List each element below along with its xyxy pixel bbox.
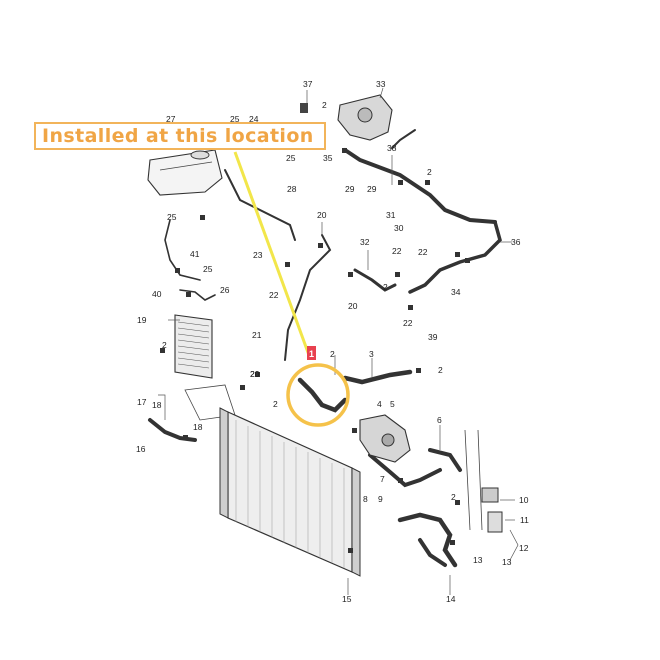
label-21: 21: [252, 330, 262, 340]
label-34: 34: [451, 287, 461, 297]
label-5: 5: [390, 399, 395, 409]
label-28: 28: [287, 184, 297, 194]
part-1-marker: 1: [309, 349, 314, 359]
label-2: 2: [427, 167, 432, 177]
label-16: 16: [136, 444, 146, 454]
label-29: 29: [345, 184, 355, 194]
label-37: 37: [303, 79, 313, 89]
label-31: 31: [386, 210, 396, 220]
label-32: 32: [360, 237, 370, 247]
label-22: 22: [269, 290, 279, 300]
label-2: 2: [162, 340, 167, 350]
label-29: 29: [367, 184, 377, 194]
part-labels: 37 33 27 25 24 2 25 35 28 29 38 29 2 25 …: [136, 79, 529, 604]
label-18: 18: [152, 400, 162, 410]
label-2: 2: [330, 349, 335, 359]
label-40: 40: [152, 289, 162, 299]
label-3: 3: [369, 349, 374, 359]
label-12: 12: [519, 543, 529, 553]
label-17: 17: [137, 397, 147, 407]
label-2: 2: [273, 399, 278, 409]
label-22: 22: [418, 247, 428, 257]
label-41: 41: [190, 249, 200, 259]
label-11: 11: [520, 515, 529, 525]
label-19: 19: [137, 315, 147, 325]
label-6: 6: [437, 415, 442, 425]
label-23: 23: [253, 250, 263, 260]
label-38: 38: [387, 143, 397, 153]
installed-location-callout: Installed at this location: [34, 122, 326, 150]
coolant-pump: [359, 414, 411, 463]
label-39: 39: [428, 332, 438, 342]
label-4: 4: [377, 399, 382, 409]
thermostat-housing: [300, 94, 393, 141]
label-18: 18: [193, 422, 203, 432]
label-25: 25: [286, 153, 296, 163]
label-27: 27: [166, 114, 176, 124]
label-15: 15: [342, 594, 352, 604]
label-20: 20: [348, 301, 358, 311]
radiator: [219, 407, 361, 577]
label-25: 25: [167, 212, 177, 222]
coolant-valve: [481, 487, 503, 533]
label-22: 22: [392, 246, 402, 256]
label-25: 25: [203, 264, 213, 274]
label-13: 13: [473, 555, 483, 565]
label-26: 26: [220, 285, 230, 295]
label-35: 35: [323, 153, 333, 163]
location-highlight: 1: [233, 151, 350, 427]
label-25: 25: [230, 114, 240, 124]
label-20: 20: [317, 210, 327, 220]
label-8: 8: [363, 494, 368, 504]
label-2: 2: [322, 100, 327, 110]
label-36: 36: [511, 237, 521, 247]
label-13: 13: [502, 557, 512, 567]
label-30: 30: [394, 223, 404, 233]
label-10: 10: [519, 495, 529, 505]
label-14: 14: [446, 594, 456, 604]
label-33: 33: [376, 79, 386, 89]
label-24: 24: [249, 114, 259, 124]
coolant-reservoir: [147, 149, 223, 196]
label-20: 20: [250, 369, 260, 379]
label-20: 20: [250, 369, 260, 379]
label-2: 2: [383, 282, 388, 292]
label-22: 22: [403, 318, 413, 328]
label-2: 2: [438, 365, 443, 375]
label-7: 7: [380, 474, 385, 484]
label-2: 2: [451, 492, 456, 502]
auxiliary-cooler: [174, 314, 236, 421]
label-9: 9: [378, 494, 383, 504]
